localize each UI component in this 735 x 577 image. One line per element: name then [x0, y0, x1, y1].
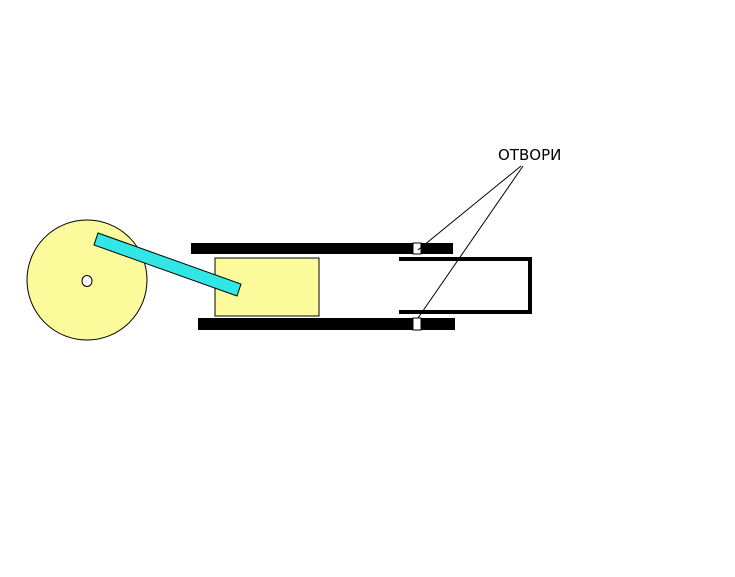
- tube-top-segment: [399, 257, 532, 261]
- label-pointer-bottom: [417, 165, 524, 319]
- opening-bottom: [412, 317, 422, 331]
- tube-bottom-segment: [399, 310, 532, 314]
- connecting-rod: [93, 232, 242, 297]
- cylinder-bottom-wall: [198, 318, 455, 330]
- flywheel-axle-hole: [81, 275, 93, 287]
- opening-top: [412, 242, 422, 255]
- openings-label: ОТВОРИ: [498, 146, 561, 164]
- tube-right-segment: [528, 257, 532, 314]
- label-pointer-top: [417, 165, 522, 251]
- cylinder-top-wall: [191, 243, 453, 254]
